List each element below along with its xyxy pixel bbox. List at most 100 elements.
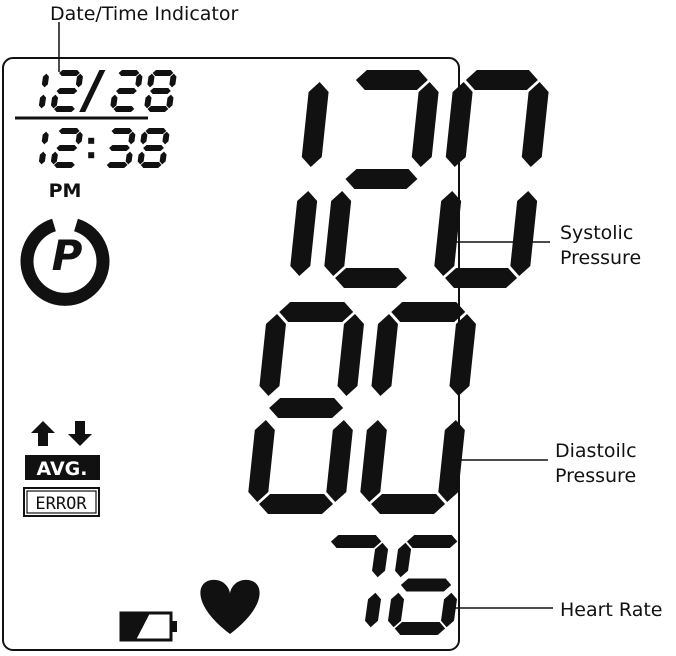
pulse-digit-1 xyxy=(388,535,458,635)
systolic-segment-b xyxy=(521,82,549,167)
date-digit-2 xyxy=(110,70,143,112)
date-segment-a xyxy=(59,70,80,76)
diastolic-callout-line-2: Pressure xyxy=(555,465,637,487)
diastolic-segment-g xyxy=(269,398,344,418)
systolic-digit-0 xyxy=(290,82,329,276)
date-separator xyxy=(79,70,106,112)
date-digit-3 xyxy=(144,70,177,112)
systolic-segment-c xyxy=(510,191,538,276)
error-badge: ERROR xyxy=(23,487,100,517)
user-badge-letter: P xyxy=(52,231,83,280)
date-segment-e xyxy=(50,94,59,109)
date-segment-e xyxy=(144,94,152,109)
date-segment-b xyxy=(75,73,83,88)
average-label: AVG. xyxy=(37,458,88,480)
systolic-segment-b xyxy=(411,82,439,167)
date-digit-0 xyxy=(38,73,49,109)
systolic-segment-e xyxy=(434,191,462,276)
time-segment-b xyxy=(162,131,170,145)
date-segment-g xyxy=(150,88,171,94)
time-segment-f xyxy=(140,131,148,145)
time-segment-d xyxy=(106,162,128,168)
time-digit-1 xyxy=(50,128,83,168)
date-digit-1 xyxy=(50,70,83,112)
systolic-segment-g xyxy=(345,169,418,189)
up-arrow-icon xyxy=(31,421,55,446)
date-segment-a xyxy=(152,70,174,76)
diastolic-segment-f xyxy=(371,314,398,396)
date-segment-a xyxy=(118,70,140,76)
date-segment-d xyxy=(54,106,75,112)
time-colon-dot xyxy=(88,137,95,144)
date-segment-g xyxy=(56,88,78,94)
date-readout xyxy=(38,70,177,112)
systolic-callout-line-1: Systolic xyxy=(560,222,634,244)
period-indicator: PM xyxy=(49,180,82,202)
time-segment-a xyxy=(111,128,133,134)
time-digit-2 xyxy=(106,128,136,168)
error-label: ERROR xyxy=(35,494,87,514)
pulse-segment-c xyxy=(365,592,382,628)
diastolic-segment-a xyxy=(279,302,354,322)
pulse-segment-a xyxy=(406,535,458,548)
systolic-callout-line-2: Pressure xyxy=(560,247,642,269)
systolic-segment-d xyxy=(335,268,408,288)
date-segment-c xyxy=(38,94,47,109)
date-segment-b xyxy=(41,73,49,88)
pulse-segment-b xyxy=(372,542,389,578)
pulse-digit-0 xyxy=(330,535,389,628)
pulse-segment-d xyxy=(394,622,446,635)
date-segment-c xyxy=(166,94,174,109)
time-segment-c xyxy=(159,151,167,165)
diastolic-segment-b xyxy=(337,314,364,396)
time-readout xyxy=(38,128,170,168)
time-segment-g xyxy=(109,145,130,151)
date-segment-f xyxy=(147,73,155,88)
time-digit-0 xyxy=(38,131,49,165)
time-segment-g xyxy=(143,145,164,151)
time-segment-e xyxy=(137,151,145,165)
diastolic-segment-b xyxy=(449,314,476,396)
diastolic-digit-0 xyxy=(248,302,364,514)
pulse-segment-c xyxy=(441,592,458,628)
diastolic-segment-f xyxy=(259,314,286,396)
time-segment-a xyxy=(58,128,80,134)
time-colon-dot xyxy=(88,152,95,159)
date-time-callout: Date/Time Indicator xyxy=(50,3,239,25)
down-arrow-icon xyxy=(68,421,92,446)
pulse-segment-g xyxy=(400,578,452,592)
date-segment-g xyxy=(116,88,137,94)
systolic-segment-a xyxy=(355,70,428,90)
diastolic-callout: Diastoilc Pressure xyxy=(555,439,637,489)
diastolic-segment-e xyxy=(360,420,387,502)
systolic-segment-f xyxy=(445,82,473,167)
user-badge-icon: P xyxy=(20,218,110,306)
time-segment-b xyxy=(128,131,136,145)
date-segment-d xyxy=(147,106,169,112)
date-segment-d xyxy=(113,106,135,112)
pulse-readout xyxy=(330,535,458,635)
systolic-segment-b xyxy=(301,82,329,167)
diastolic-segment-c xyxy=(326,420,353,502)
systolic-digit-2 xyxy=(434,70,549,288)
diastolic-segment-c xyxy=(438,420,465,502)
heart-icon xyxy=(200,579,260,634)
systolic-segment-c xyxy=(290,191,318,276)
time-segment-e xyxy=(50,151,58,165)
diastolic-segment-d xyxy=(259,494,334,514)
time-segment-d xyxy=(54,162,75,168)
time-segment-g xyxy=(56,145,78,151)
pulse-segment-a xyxy=(330,535,382,548)
systolic-digit-1 xyxy=(324,70,439,288)
systolic-segment-a xyxy=(465,70,538,90)
diastolic-callout-line-1: Diastoilc xyxy=(555,440,637,462)
time-segment-b xyxy=(75,131,83,145)
pulse-segment-f xyxy=(395,542,412,578)
time-segment-c xyxy=(125,151,133,165)
battery-icon xyxy=(119,611,177,642)
time-segment-d xyxy=(140,162,162,168)
diastolic-segment-e xyxy=(248,420,275,502)
systolic-segment-d xyxy=(445,268,518,288)
diastolic-segment-d xyxy=(371,494,446,514)
